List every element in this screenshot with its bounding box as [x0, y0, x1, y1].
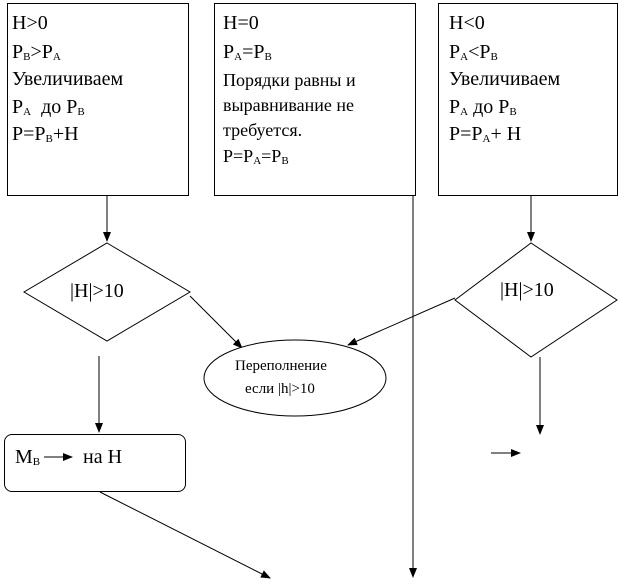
shift-box-label: MB: [15, 444, 40, 475]
box-center-line1: H=0: [223, 12, 259, 34]
overflow-ellipse-line2: если |h|>10: [245, 381, 315, 397]
arrow-left-diamond-to-ellipse: [189, 295, 243, 349]
box-center-line4: выравнивание не: [223, 95, 354, 115]
box-center-line3: Порядки равны и: [223, 70, 356, 90]
shift-box-tail: на H: [83, 446, 123, 468]
arrow-shift-box-down: [99, 491, 271, 579]
box-right-line2: PA<PB: [449, 41, 498, 63]
box-left-line1: H>0: [12, 12, 48, 34]
shift-box: MB на H: [4, 434, 186, 492]
box-center-line5: требуется.: [223, 120, 303, 140]
decision-left-label: |H|>10: [70, 280, 124, 302]
box-left-line3: Увеличиваем: [12, 68, 124, 90]
decision-right-diamond: [454, 242, 618, 358]
decision-left-diamond: [23, 242, 191, 342]
decision-right-label: |H|>10: [500, 279, 554, 301]
overflow-ellipse-line1: Переполнение: [235, 358, 327, 374]
box-center: H=0 PA=PB Порядки равны и выравнивание н…: [214, 3, 416, 196]
box-center-line6: P=PA=PB: [223, 146, 289, 167]
box-left-line2: PB>PA: [12, 41, 61, 63]
box-center-line2: PA=PB: [223, 41, 272, 63]
arrow-right-diamond-to-ellipse: [347, 297, 456, 346]
box-right-line3: Увеличиваем: [449, 68, 561, 90]
box-right: H<0 PA<PB Увеличиваем PA до PB P=PA+ H: [438, 3, 618, 196]
box-right-line1: H<0: [449, 12, 485, 34]
box-left-line5: P=PB+H: [12, 123, 79, 145]
box-right-line4: PA до PB: [449, 96, 517, 118]
box-left-line4: PA до PB: [12, 96, 85, 118]
box-left: H>0 PB>PA Увеличиваем PA до PB P=PB+H: [7, 3, 189, 196]
shift-box-m-sub: B: [32, 456, 41, 468]
overflow-ellipse-shape: [203, 339, 387, 417]
shift-box-m: M: [15, 446, 33, 468]
box-right-line5: P=PA+ H: [449, 123, 522, 145]
